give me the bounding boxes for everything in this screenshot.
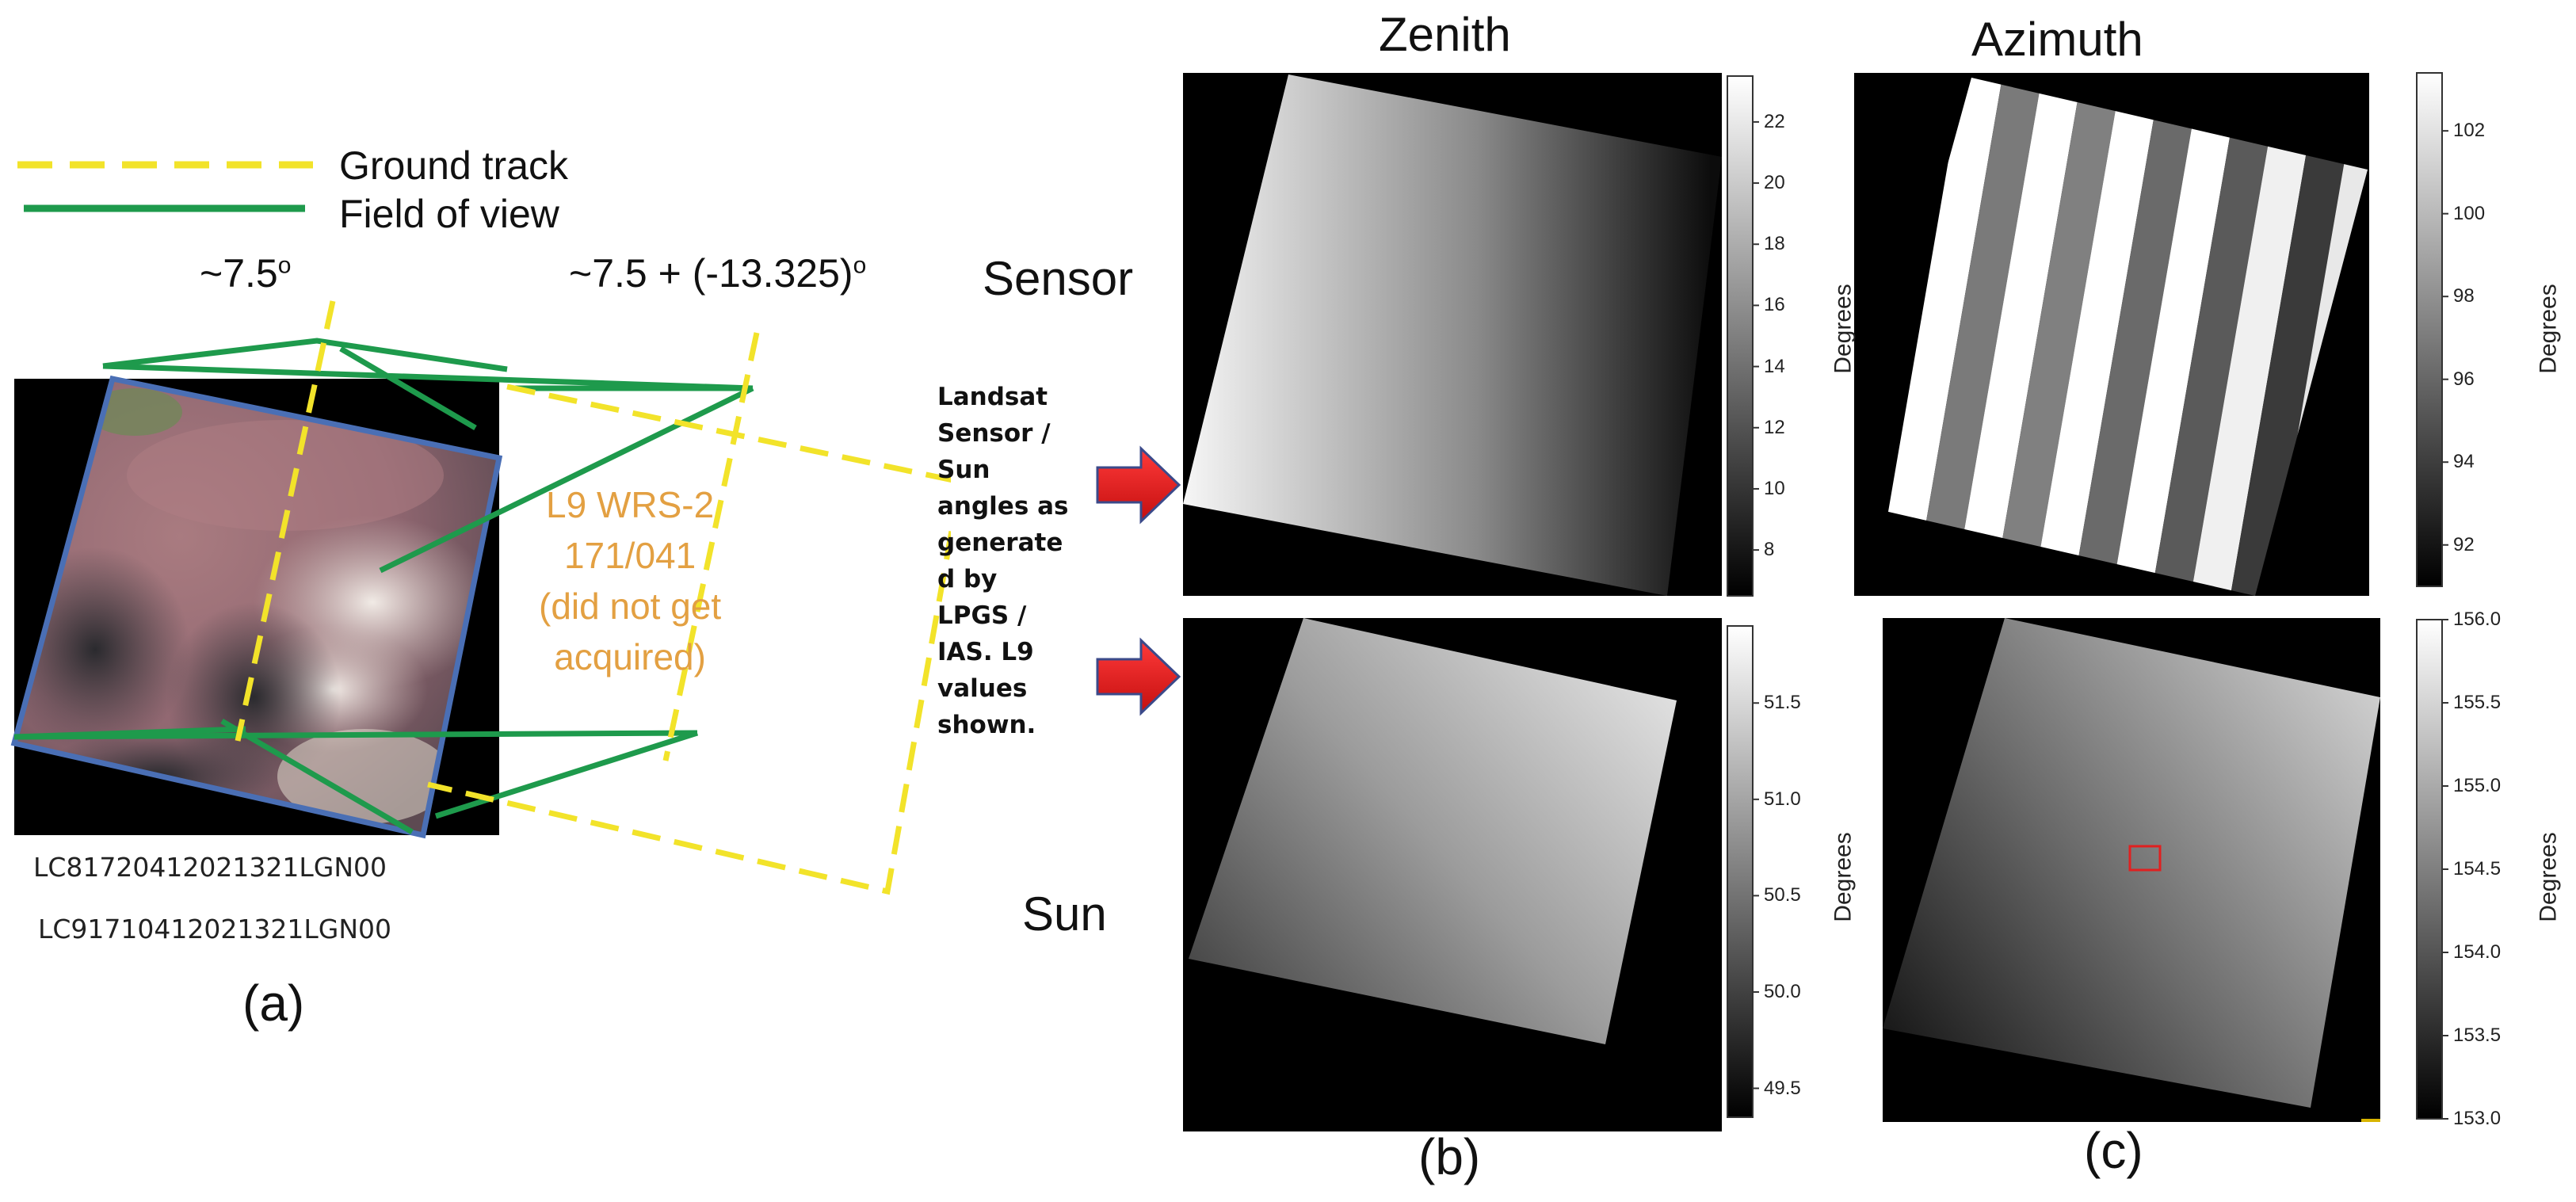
colorbar-tick-label: 94 [2453, 451, 2475, 473]
azimuth-stripe [2068, 78, 2203, 596]
scene-id-l9: LC91710412021321LGN00 [38, 914, 391, 944]
colorbar-sun-zenith [1727, 625, 1754, 1118]
colorbar-sensor-azimuth [2416, 72, 2443, 587]
colorbar-label-sun-azimuth: Degrees [2535, 832, 2562, 922]
pointer-arrows [1096, 445, 1181, 716]
colorbar-tick-label: 154.5 [2453, 858, 2502, 880]
row-title-sensor: Sensor [983, 252, 1134, 305]
colorbar-label-sensor-zenith: Degrees [1830, 284, 1857, 374]
colorbar-tick-label: 92 [2453, 533, 2475, 555]
arrow-sensor [1096, 445, 1181, 525]
scene-outline [10, 375, 503, 839]
colorbar-tick-label: 155.5 [2453, 692, 2502, 713]
panel-letter-c: (c) [2084, 1122, 2143, 1179]
colorbar-tick-label: 102 [2453, 120, 2486, 142]
azimuth-stripe [2227, 78, 2361, 596]
colorbar-tick-label: 14 [1764, 355, 1785, 377]
colorbar-tick-label: 96 [2453, 368, 2475, 390]
column-title-azimuth: Azimuth [1971, 13, 2143, 66]
field-of-view-lines [13, 338, 754, 835]
legend-swatches [17, 161, 313, 212]
colorbar-tick-label: 100 [2453, 202, 2486, 224]
acquired-note: L9 WRS-2 171/041 (did not get acquired) [539, 484, 722, 677]
azimuth-stripe [2147, 78, 2282, 596]
azimuth-stripe [2187, 78, 2322, 596]
colorbar-tick-label: 51.0 [1764, 788, 1801, 810]
colorbar-label-sensor-azimuth: Degrees [2535, 284, 2562, 374]
colorbar-tick-label: 10 [1764, 477, 1785, 499]
colorbar-tick-label: 49.5 [1764, 1077, 1801, 1099]
sensor-zenith-image [1183, 73, 1722, 596]
colorbar-tick-label: 20 [1764, 172, 1785, 194]
sun-azimuth-image [1883, 618, 2380, 1122]
colorbar-tick-label: 50.5 [1764, 884, 1801, 906]
colorbar-tick-label: 153.5 [2453, 1025, 2502, 1046]
field-of-view-label: Field of view [339, 192, 559, 236]
ground-track-lines [235, 300, 951, 895]
colorbar-tick-label: 156.0 [2453, 609, 2502, 630]
ground-track-label: Ground track [339, 143, 569, 188]
azimuth-stripe [1989, 78, 2124, 596]
sensor-azimuth-image [1854, 73, 2369, 596]
colorbar-label-sun-zenith: Degrees [1830, 832, 1857, 922]
colorbar-sun-azimuth [2416, 619, 2443, 1120]
colorbar-tick-label: 12 [1764, 416, 1785, 438]
angle-right-label: ~7.5 + (-13.325)o [569, 251, 867, 296]
colorbar-tick-label: 8 [1764, 539, 1775, 561]
colorbar-tick-label: 50.0 [1764, 980, 1801, 1002]
row-title-sun: Sun [1022, 887, 1107, 941]
colorbar-tick-label: 51.5 [1764, 692, 1801, 714]
colorbar-tick-label: 154.0 [2453, 941, 2502, 963]
arrow-sun [1096, 637, 1181, 716]
colorbar-tick-label: 16 [1764, 294, 1785, 316]
angle-left-label: ~7.5o [200, 251, 292, 296]
colorbar-tick-label: 153.0 [2453, 1108, 2502, 1129]
azimuth-stripe [1870, 78, 2005, 596]
colorbar-tick-label: 22 [1764, 110, 1785, 132]
scene-diagram [10, 300, 951, 895]
panel-letter-a: (a) [242, 975, 305, 1032]
column-title-zenith: Zenith [1379, 8, 1511, 61]
panel-letter-b: (b) [1418, 1128, 1481, 1185]
colorbar-tick-label: 18 [1764, 233, 1785, 255]
colorbar-tick-label: 155.0 [2453, 775, 2502, 796]
scene-id-l8: LC81720412021321LGN00 [33, 852, 387, 883]
azimuth-stripe [1949, 78, 2084, 596]
colorbar-tick-label: 98 [2453, 285, 2475, 307]
colorbar-sensor-zenith [1727, 75, 1754, 597]
landsat-note: Landsat Sensor / Sun angles as generate … [937, 383, 1069, 739]
azimuth-stripe [2028, 78, 2163, 596]
sun-zenith-image [1183, 618, 1722, 1131]
highlight-box [2128, 845, 2162, 872]
azimuth-stripe [1910, 78, 2044, 596]
azimuth-stripe [2108, 78, 2242, 596]
